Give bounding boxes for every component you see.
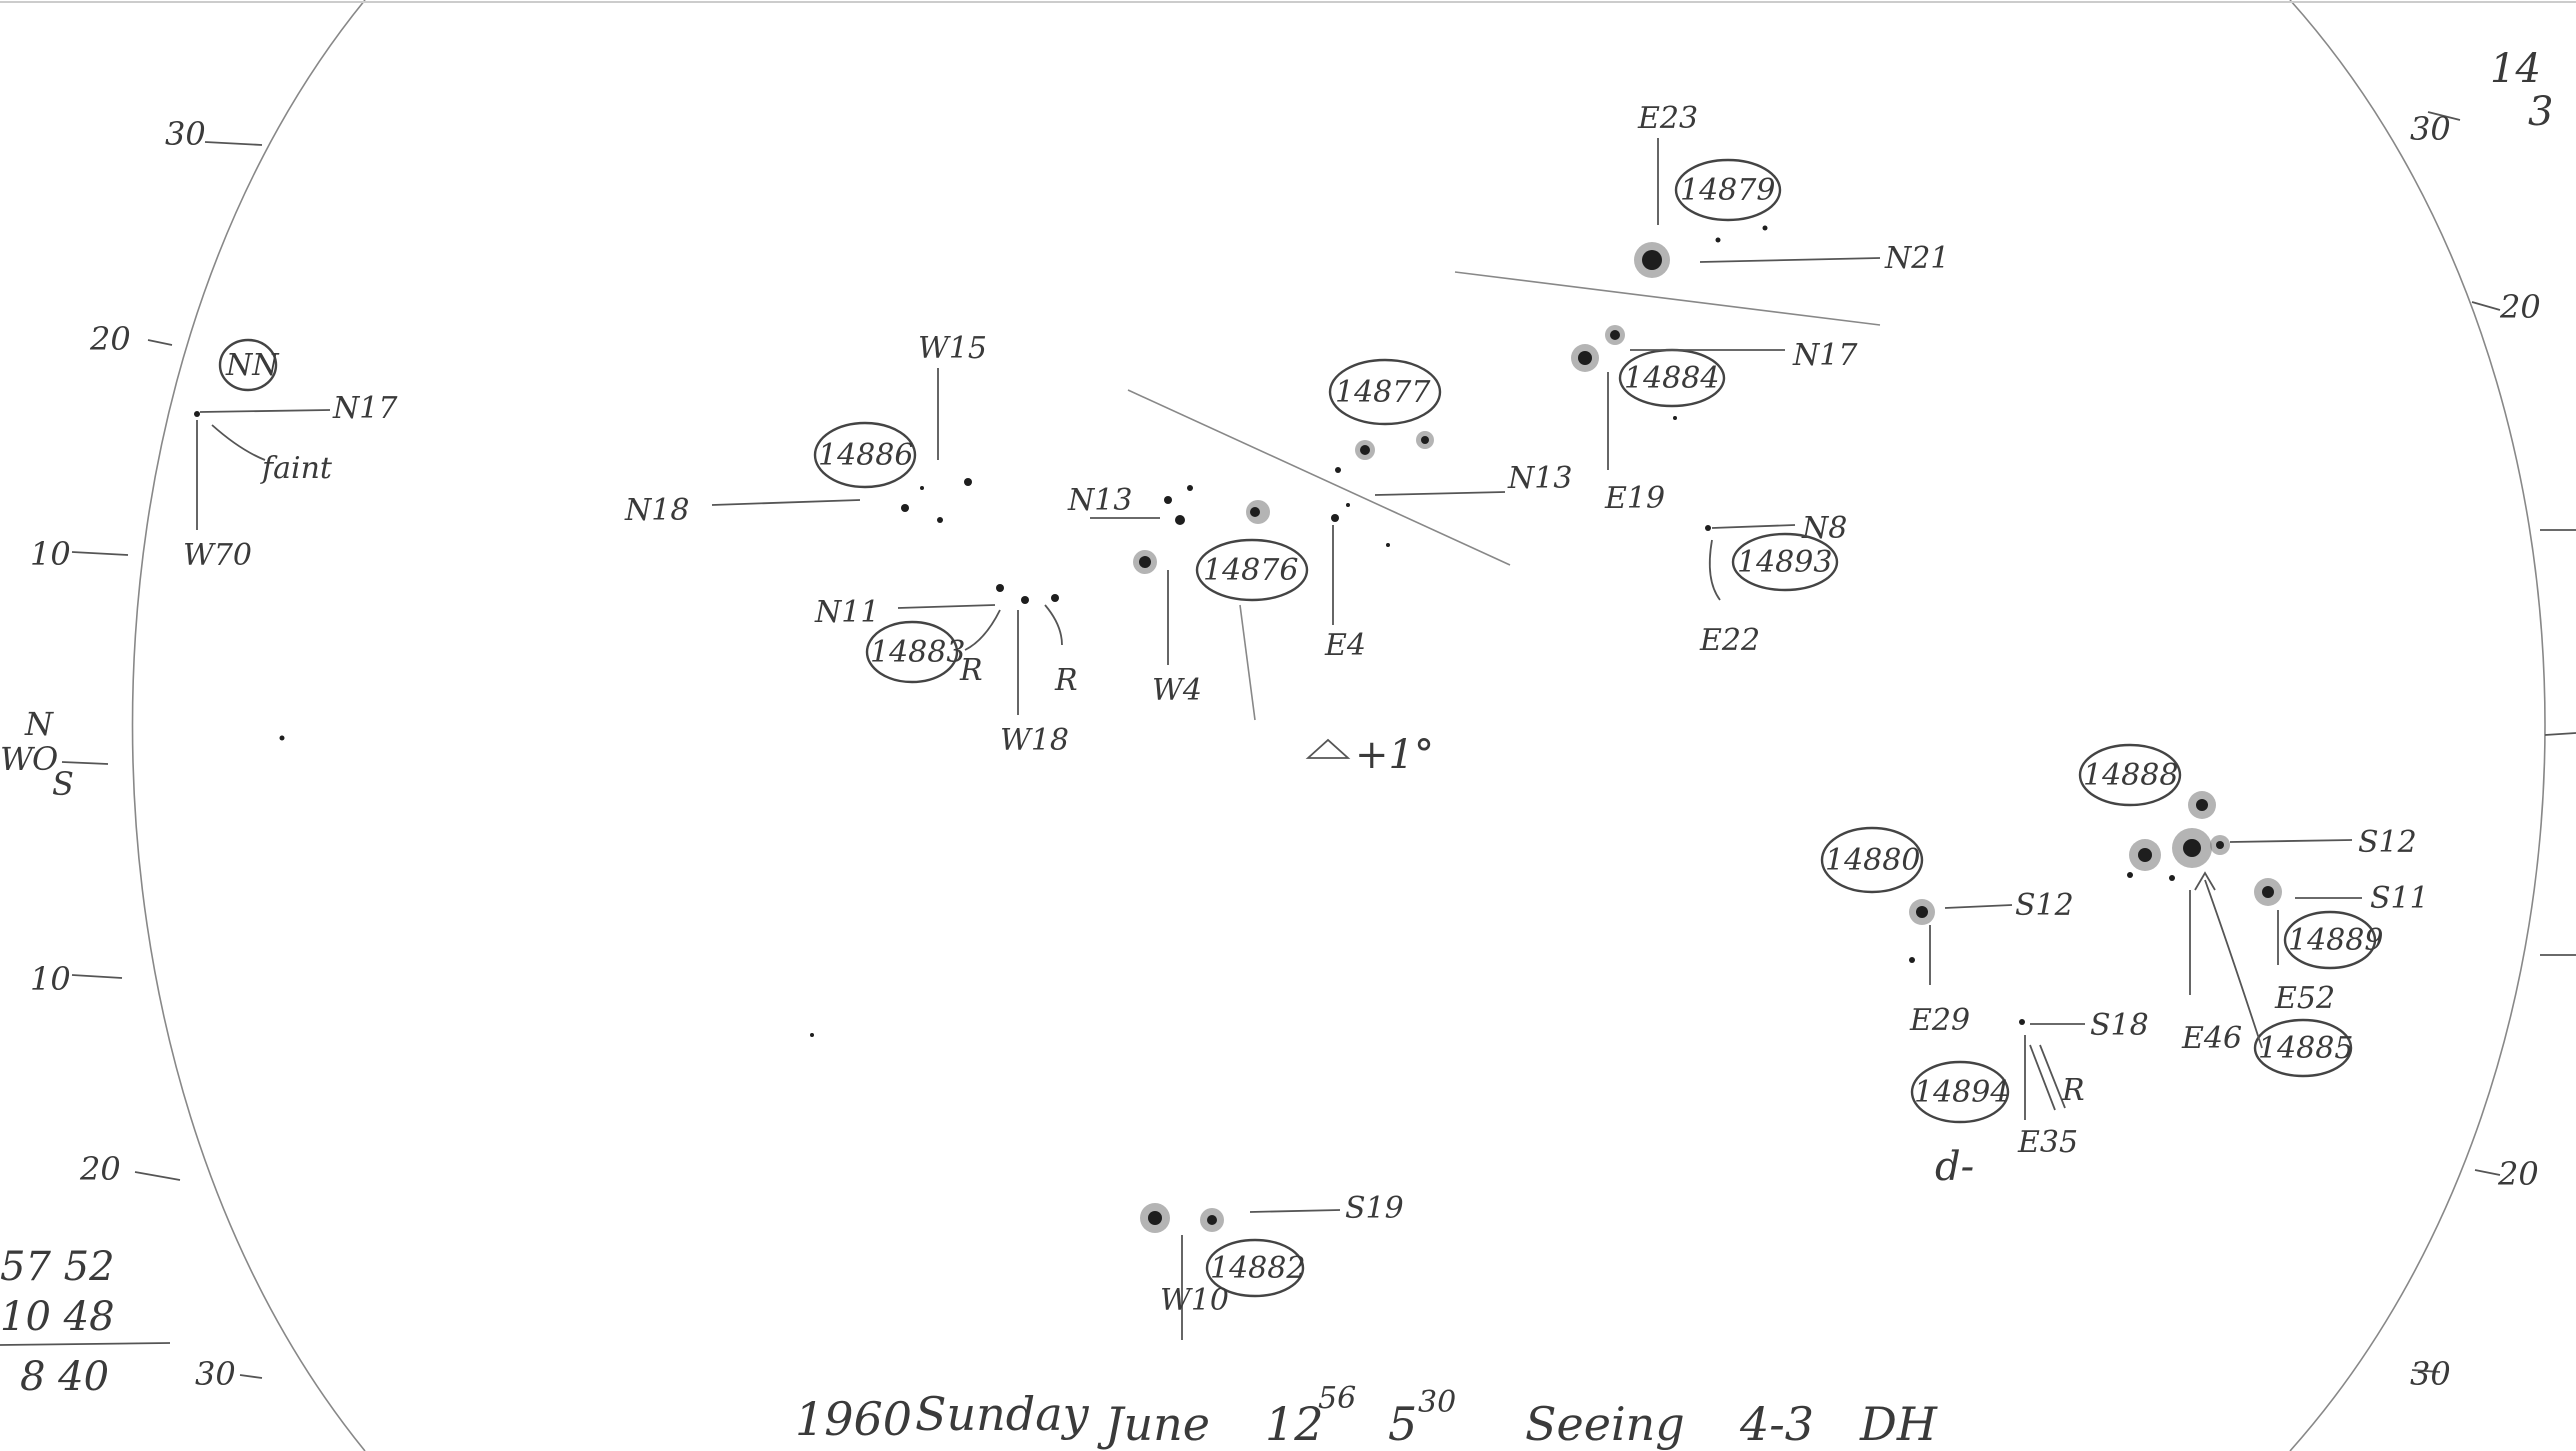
footer-time-sup: 30 [1418,1385,1456,1420]
latitude-label: S12 [2015,888,2074,923]
longitude-label: W70 [183,538,252,573]
group-number: 14880 [1825,843,1920,878]
r-mark: R [2061,1073,2085,1108]
tick-label: 30 [2410,1355,2451,1393]
note-faint: faint [260,451,333,486]
footer-caption: 1960 Sunday June 12 56 5 30 Seeing 4-3 D… [795,1381,1938,1451]
longitude-label: W10 [1160,1283,1229,1318]
latitude-label: S19 [1345,1191,1404,1226]
latitude-label: S12 [2358,825,2417,860]
group-number: 14894 [1914,1075,2009,1110]
longitude-label: E22 [1699,623,1760,658]
longitude-label: E29 [1909,1003,1970,1038]
latitude-label: N21 [1884,241,1949,276]
longitude-label: E4 [1324,628,1366,663]
group-14885: E46 14885 [2181,871,2353,1078]
group-14876: N13 14876 W4 [1067,483,1309,721]
group-14886: W15 14886 N18 [624,331,987,528]
footer-initials: DH [1859,1397,1938,1451]
longitude-label: W18 [1000,723,1069,758]
angle-note: +1° [1305,732,1434,778]
footer-seeing-value: 4-3 [1739,1397,1814,1451]
group-14879: E23 14879 N21 [1634,101,1949,278]
group-14894: S18 14894 E35 R d- [1910,1008,2149,1190]
longitude-label: W15 [918,331,987,366]
group-number: 14886 [818,438,913,473]
latitude-label: N13 [1507,461,1572,496]
group-number: 14883 [870,635,965,670]
compass-w: W [0,740,36,778]
r-mark: R [959,653,983,688]
footer-day: Sunday [915,1387,1090,1441]
compass-marker: N W O S [0,705,109,803]
d-mark: d- [1935,1144,1974,1190]
group-14889: S11 14889 E52 [2254,878,2429,1016]
group-14880: 14880 S12 E29 [1820,826,2074,1038]
arith-row: 8 40 [20,1354,109,1400]
tick-label: 20 [89,320,131,358]
footer-month: June [1097,1397,1210,1451]
group-14893: N8 14893 E22 [1699,511,1847,658]
footer-date: 12 [1265,1397,1324,1451]
footer-time: 5 [1388,1397,1417,1451]
tick-label: 30 [195,1355,236,1393]
group-number: 14888 [2083,758,2178,793]
group-14888: 14888 S12 [2078,743,2417,881]
group-14877: 14877 N13 E4 [1324,358,1572,663]
limb-ticks-left: 30 20 10 10 20 30 [30,115,263,1393]
solar-limb [2289,0,2546,1451]
group-number: 14877 [1335,375,1431,410]
group-14883: N11 14883 R R W18 [814,584,1078,758]
tick-label: 30 [165,115,206,153]
longitude-label: E52 [2274,981,2335,1016]
longitude-label: E35 [2017,1125,2078,1160]
latitude-label: N18 [624,493,689,528]
tick-label: 30 [2410,110,2451,148]
group-number: 14893 [1737,545,1832,580]
tick-label: 20 [79,1150,121,1188]
tick-label: 10 [30,960,71,998]
tick-label: 20 [2497,1155,2539,1193]
region-label: NN [225,348,280,383]
group-number: 14879 [1680,173,1775,208]
arith-row: 10 48 [0,1294,115,1340]
compass-n: N [24,705,54,743]
latitude-label: N8 [1801,511,1847,546]
group-number: 14882 [1210,1251,1305,1286]
group-number: 14885 [2258,1031,2353,1066]
footer-year: 1960 [795,1392,912,1446]
tick-label: 10 [30,535,71,573]
latitude-label: N17 [332,391,398,426]
latitude-label: S18 [2090,1008,2149,1043]
group-number: 14889 [2288,923,2383,958]
corner-number-sub: 3 [2528,89,2553,135]
limb-ticks-right: 30 20 20 30 [2410,110,2576,1393]
tick-label: 20 [2499,288,2541,326]
latitude-label: N11 [814,595,879,630]
footer-seeing: Seeing [1525,1397,1685,1451]
latitude-label: S11 [2370,881,2429,916]
left-arithmetic: 57 52 10 48 8 40 [0,1244,171,1400]
corner-number: 14 [2490,46,2541,92]
region-nn: NN N17 W70 faint [183,338,398,741]
group-number: 14876 [1203,553,1298,588]
group-14884: 14884 N17 E19 [1571,325,1858,516]
group-14882: S19 14882 W10 [1140,1191,1404,1340]
footer-date-sup: 56 [1318,1381,1356,1416]
angle-note-text: +1° [1355,732,1434,778]
longitude-label: E23 [1637,101,1698,136]
longitude-label: W4 [1152,673,1202,708]
arith-row: 57 52 [0,1244,115,1290]
compass-o: O [32,740,58,778]
latitude-label: N17 [1792,338,1858,373]
compass-s: S [52,765,74,803]
longitude-label: E46 [2181,1021,2242,1056]
latitude-label: N13 [1067,483,1132,518]
longitude-label: E19 [1604,481,1665,516]
r-mark: R [1054,663,1078,698]
solar-limb [131,0,366,1451]
group-number: 14884 [1624,361,1719,396]
